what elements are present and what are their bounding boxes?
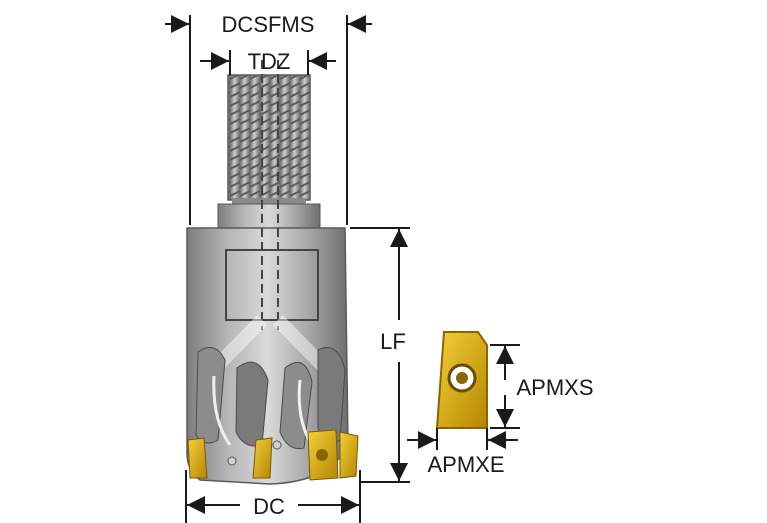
flat-spot [225, 249, 319, 321]
dimension-lines [165, 15, 520, 523]
lf-label: LF [380, 329, 406, 354]
cutting-inserts [187, 429, 359, 481]
apmxs-label: APMXS [516, 375, 593, 400]
dimension-labels: DCSFMS TDZ LF DC APMXS APMXE [222, 12, 594, 519]
dc-label: DC [253, 494, 285, 519]
tdz-label: TDZ [248, 49, 291, 74]
dcsfms-label: DCSFMS [222, 12, 315, 37]
apmxe-label: APMXE [427, 452, 504, 477]
threaded-shank [227, 74, 311, 201]
insert-detail [435, 331, 488, 429]
shank-collar [217, 198, 321, 229]
chip-flutes [195, 347, 346, 450]
